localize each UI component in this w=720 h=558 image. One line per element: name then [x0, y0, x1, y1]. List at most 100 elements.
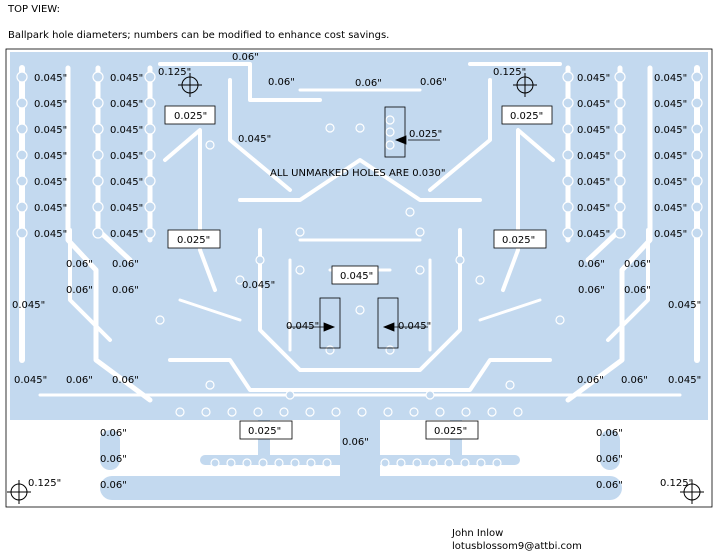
view-title: TOP VIEW: — [8, 4, 60, 15]
pad — [285, 390, 295, 400]
col-label-c3: 0.045" — [577, 151, 610, 162]
col-label-c4: 0.045" — [654, 203, 687, 214]
pad — [355, 305, 365, 315]
pad — [253, 407, 263, 417]
bottom-left-label: 0.06" — [100, 480, 127, 491]
pad — [144, 201, 156, 213]
pad — [144, 227, 156, 239]
author-name: John Inlow — [452, 528, 504, 539]
col-label-c1: 0.045" — [34, 151, 67, 162]
right-bottom-label: 0.06" — [577, 375, 604, 386]
pad — [290, 458, 300, 468]
hole-label-0025-mr: 0.025" — [502, 235, 535, 246]
pad — [562, 227, 574, 239]
pad — [92, 175, 104, 187]
pad — [435, 407, 445, 417]
subtitle: Ballpark hole diameters; numbers can be … — [8, 30, 390, 41]
right-mid-label: 0.06" — [624, 285, 651, 296]
right-bottom-label: 0.045" — [668, 375, 701, 386]
pad — [210, 458, 220, 468]
copper-area — [10, 52, 708, 418]
pad — [16, 175, 28, 187]
pad — [92, 97, 104, 109]
col-label-c2: 0.045" — [110, 177, 143, 188]
pad — [16, 97, 28, 109]
hole-label-0025-tm: 0.025" — [409, 129, 442, 140]
col-label-c2: 0.045" — [110, 73, 143, 84]
hole-label-006-top: 0.06" — [232, 52, 259, 63]
hole-label-006-t1: 0.06" — [268, 77, 295, 88]
pad — [201, 407, 211, 417]
bottom-left-label: 0.06" — [100, 428, 127, 439]
col-label-c1: 0.045" — [34, 177, 67, 188]
pad — [405, 207, 415, 217]
bottom-right-label: 0.06" — [596, 454, 623, 465]
right-bottom-label: 0.06" — [621, 375, 648, 386]
hole-label-0045-cr: 0.045" — [398, 321, 431, 332]
hole-label-006-t3: 0.06" — [420, 77, 447, 88]
col-label-c4: 0.045" — [654, 125, 687, 136]
pad — [226, 458, 236, 468]
left-bottom-label: 0.06" — [112, 375, 139, 386]
pad — [295, 265, 305, 275]
arrows — [288, 135, 440, 332]
col-label-c3: 0.045" — [577, 229, 610, 240]
col-label-c3: 0.045" — [577, 203, 610, 214]
pad — [505, 380, 515, 390]
pad — [562, 97, 574, 109]
pad — [322, 458, 332, 468]
mount-hole-bl — [7, 480, 31, 504]
pad — [385, 140, 395, 150]
pad — [562, 201, 574, 213]
col-label-c1: 0.045" — [34, 73, 67, 84]
mount-hole-br — [680, 480, 704, 504]
pad — [475, 275, 485, 285]
left-big-label: 0.045" — [12, 300, 45, 311]
right-mid-label: 0.06" — [624, 259, 651, 270]
pad — [357, 407, 367, 417]
hole-label-0125-bl: 0.125" — [28, 478, 61, 489]
bottom-right-label: 0.06" — [596, 428, 623, 439]
pad — [385, 115, 395, 125]
pad — [691, 97, 703, 109]
pad — [205, 140, 215, 150]
hole-label-0025-tl: 0.025" — [174, 111, 207, 122]
col-label-c3: 0.045" — [577, 99, 610, 110]
pad — [306, 458, 316, 468]
pad — [444, 458, 454, 468]
pad — [383, 407, 393, 417]
pad — [380, 458, 390, 468]
hole-label-0025-ml: 0.025" — [177, 235, 210, 246]
pad — [614, 201, 626, 213]
col-label-c4: 0.045" — [654, 229, 687, 240]
right-mid-label: 0.06" — [578, 259, 605, 270]
col-label-c4: 0.045" — [654, 177, 687, 188]
mount-hole-tr — [513, 73, 537, 97]
pad — [455, 255, 465, 265]
pad — [691, 149, 703, 161]
pad — [461, 407, 471, 417]
pad — [235, 275, 245, 285]
hole-label-0125-br: 0.125" — [660, 478, 693, 489]
mount-holes — [7, 73, 704, 504]
pad — [412, 458, 422, 468]
col-label-c4: 0.045" — [654, 99, 687, 110]
pad — [144, 71, 156, 83]
pad — [691, 175, 703, 187]
left-bottom-label: 0.06" — [66, 375, 93, 386]
left-mid-label: 0.06" — [66, 259, 93, 270]
pad — [175, 407, 185, 417]
col-label-c1: 0.045" — [34, 125, 67, 136]
pad — [614, 227, 626, 239]
author-email: lotusblossom9@attbi.com — [452, 541, 582, 552]
left-mid-label: 0.06" — [112, 259, 139, 270]
pad — [415, 227, 425, 237]
col-label-c4: 0.045" — [654, 151, 687, 162]
left-bottom-label: 0.045" — [14, 375, 47, 386]
pad — [279, 407, 289, 417]
pad — [255, 255, 265, 265]
pad — [92, 123, 104, 135]
pad — [331, 407, 341, 417]
pad — [16, 227, 28, 239]
right-big-label: 0.045" — [668, 300, 701, 311]
